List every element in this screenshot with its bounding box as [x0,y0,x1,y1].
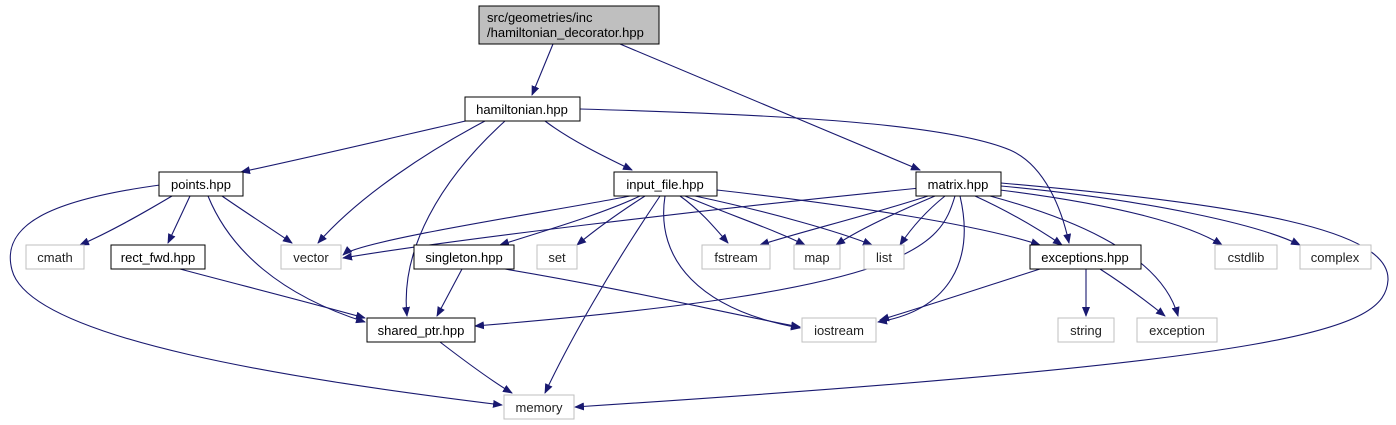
node-input-file[interactable]: input_file.hpp [613,171,718,197]
node-hamiltonian[interactable]: hamiltonian.hpp [464,96,581,122]
edge-input-file-to-exceptions [716,189,1041,246]
edge-matrix-to-iostream [877,195,965,325]
root-label-line2: /hamiltonian_decorator.hpp [487,25,644,40]
node-points[interactable]: points.hpp [158,171,244,197]
edge-input-file-to-list [694,195,873,246]
node-rect-fwd[interactable]: rect_fwd.hpp [110,244,206,270]
edge-shared-ptr-to-memory [439,341,513,394]
edge-singleton-to-shared-ptr [436,268,463,317]
node-root[interactable]: src/geometries/inc /hamiltonian_decorato… [478,5,660,45]
edge-hamiltonian-to-exceptions [579,108,1072,244]
edge-input-file-to-set [576,195,646,246]
node-vector-label: vector [293,250,329,265]
edge-exceptions-to-exception [1099,268,1166,317]
edge-points-to-memory [9,184,503,408]
edge-matrix-to-map [835,195,936,246]
node-cmath: cmath [25,244,85,270]
node-string: string [1057,317,1115,343]
edge-input-file-to-fstream [679,195,729,244]
edge-input-file-to-memory [544,195,661,394]
edge-points-to-shared-ptr [207,195,366,324]
node-map: map [793,244,841,270]
node-complex-label: complex [1311,250,1360,265]
edge-hamiltonian-to-points [240,119,471,175]
node-list-label: list [876,250,892,265]
node-matrix[interactable]: matrix.hpp [915,171,1002,197]
node-input-file-label: input_file.hpp [626,177,703,192]
edge-matrix-to-vector [342,187,921,261]
node-iostream: iostream [801,317,877,343]
edge-exceptions-to-iostream [879,268,1041,322]
edge-matrix-to-memory [574,182,1389,411]
node-list: list [863,244,905,270]
node-exception: exception [1136,317,1218,343]
node-shared-ptr-label: shared_ptr.hpp [378,323,465,338]
node-set: set [536,244,578,270]
node-matrix-label: matrix.hpp [928,177,989,192]
node-exception-label: exception [1149,323,1205,338]
node-rect-fwd-label: rect_fwd.hpp [121,250,195,265]
edges [9,43,1389,411]
node-complex: complex [1299,244,1372,270]
edge-input-file-to-map [684,195,806,246]
edge-rect-fwd-to-shared-ptr [179,268,366,320]
node-iostream-label: iostream [814,323,864,338]
edge-hamiltonian-to-shared-ptr [402,120,506,317]
edge-hamiltonian-to-input-file [544,120,633,171]
node-memory: memory [503,394,575,420]
edge-matrix-to-exceptions [974,195,1063,246]
edge-input-file-to-singleton [499,195,641,247]
edge-input-file-to-vector [342,195,631,256]
node-exceptions-label: exceptions.hpp [1041,250,1128,265]
node-set-label: set [548,250,566,265]
edge-matrix-to-list [899,195,946,246]
node-hamiltonian-label: hamiltonian.hpp [476,102,568,117]
node-singleton[interactable]: singleton.hpp [413,244,515,270]
edge-root-to-hamiltonian [531,43,554,96]
edge-root-to-matrix [619,43,921,171]
node-memory-label: memory [516,400,563,415]
node-string-label: string [1070,323,1102,338]
node-cstdlib: cstdlib [1214,244,1278,270]
node-map-label: map [804,250,829,265]
node-singleton-label: singleton.hpp [425,250,502,265]
node-points-label: points.hpp [171,177,231,192]
edge-matrix-to-fstream [759,195,929,247]
edge-points-to-rect-fwd [167,195,191,244]
edge-matrix-to-cstdlib [999,189,1223,246]
root-label-line1: src/geometries/inc [487,10,593,25]
edge-matrix-to-exception [989,195,1180,317]
edge-points-to-vector [221,195,293,244]
node-fstream-label: fstream [714,250,757,265]
node-exceptions[interactable]: exceptions.hpp [1029,244,1142,270]
edge-points-to-cmath [79,195,173,246]
node-vector: vector [280,244,342,270]
node-fstream: fstream [701,244,771,270]
edge-singleton-to-iostream [504,268,801,330]
node-shared-ptr[interactable]: shared_ptr.hpp [366,317,476,343]
node-cmath-label: cmath [37,250,72,265]
edge-hamiltonian-to-vector [317,120,486,244]
node-cstdlib-label: cstdlib [1228,250,1265,265]
edge-matrix-to-complex [1000,185,1301,246]
